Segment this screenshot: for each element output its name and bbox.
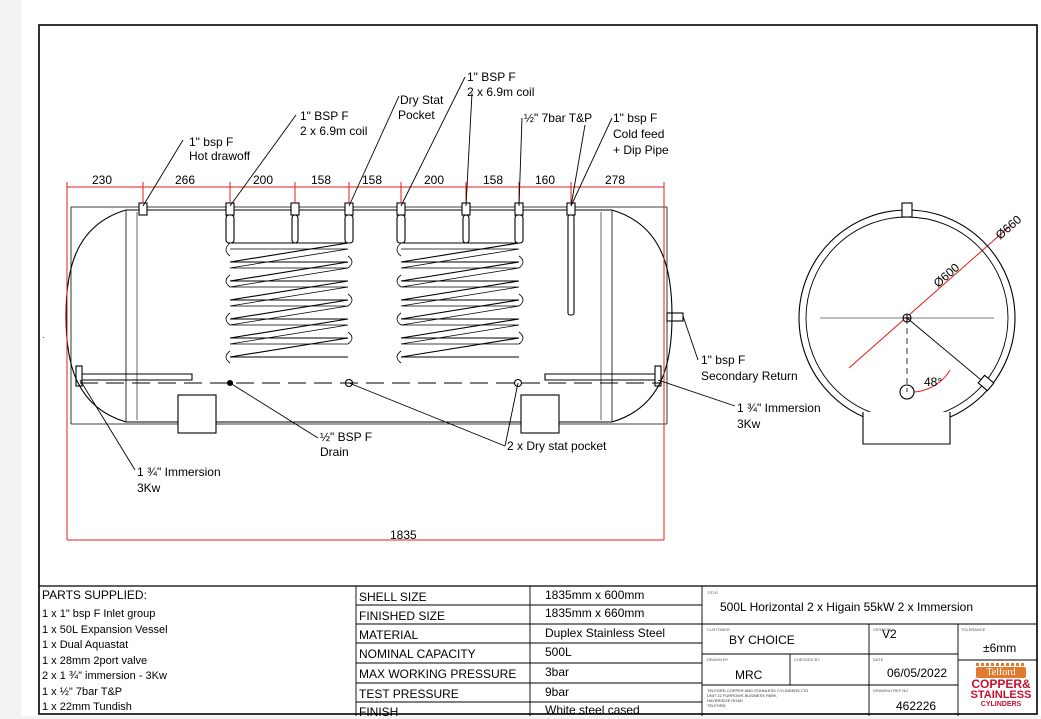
callout-drain-2: Drain bbox=[320, 445, 349, 459]
callout-secondary-2: Secondary Return bbox=[701, 369, 798, 383]
callout-leaders bbox=[79, 76, 736, 471]
callout-tp-valve: ½" 7bar T&P bbox=[524, 111, 592, 125]
dim-158-c: 158 bbox=[483, 173, 503, 187]
dim-angle: 48° bbox=[924, 375, 942, 389]
callout-immersion-left-2: 3Kw bbox=[137, 481, 161, 495]
dim-158-a: 158 bbox=[311, 173, 331, 187]
callout-immersion-right-1: 1 ¾" Immersion bbox=[737, 401, 821, 415]
callout-hot-drawoff-1: 1" bsp F bbox=[189, 135, 233, 149]
callout-dry-stat-pockets: 2 x Dry stat pocket bbox=[507, 439, 607, 453]
callout-dry-stat-1: Dry Stat bbox=[400, 93, 444, 107]
callout-coil-a-2: 2 x 6.9m coil bbox=[300, 124, 367, 138]
title-block-grid bbox=[355, 586, 1037, 716]
dim-160: 160 bbox=[535, 173, 555, 187]
callout-dry-stat-2: Pocket bbox=[398, 108, 435, 122]
callout-immersion-left-1: 1 ¾" Immersion bbox=[137, 465, 221, 479]
callout-immersion-right-2: 3Kw bbox=[737, 417, 761, 431]
callout-coil-a-1: 1" BSP F bbox=[300, 109, 349, 123]
callout-hot-drawoff-2: Hot drawoff bbox=[189, 149, 251, 163]
callout-cold-feed-3: + Dip Pipe bbox=[613, 143, 669, 157]
margin-mark: · bbox=[42, 333, 45, 342]
dim-200-a: 200 bbox=[253, 173, 273, 187]
tank-end-view bbox=[798, 202, 1016, 445]
coil-left bbox=[225, 214, 354, 364]
callout-drain-1: ½" BSP F bbox=[320, 430, 372, 444]
dim-200-b: 200 bbox=[424, 173, 444, 187]
callout-coil-b-2: 2 x 6.9m coil bbox=[467, 85, 534, 99]
dim-overall: 1835 bbox=[390, 528, 417, 542]
dim-158-b: 158 bbox=[362, 173, 382, 187]
callout-secondary-1: 1" bsp F bbox=[701, 353, 745, 367]
dim-278: 278 bbox=[605, 173, 625, 187]
tank-side-view bbox=[65, 202, 684, 434]
dim-266: 266 bbox=[175, 173, 195, 187]
callout-cold-feed-1: 1" bsp F bbox=[613, 111, 657, 125]
dimension-lines bbox=[66, 182, 1011, 541]
drawing-border bbox=[38, 24, 1038, 715]
callout-cold-feed-2: Cold feed bbox=[613, 127, 664, 141]
callout-labels: 1" bsp F Hot drawoff 1" BSP F 2 x 6.9m c… bbox=[137, 70, 821, 495]
dim-230: 230 bbox=[92, 173, 112, 187]
callout-coil-b-1: 1" BSP F bbox=[467, 70, 516, 84]
coil-right bbox=[396, 214, 524, 364]
